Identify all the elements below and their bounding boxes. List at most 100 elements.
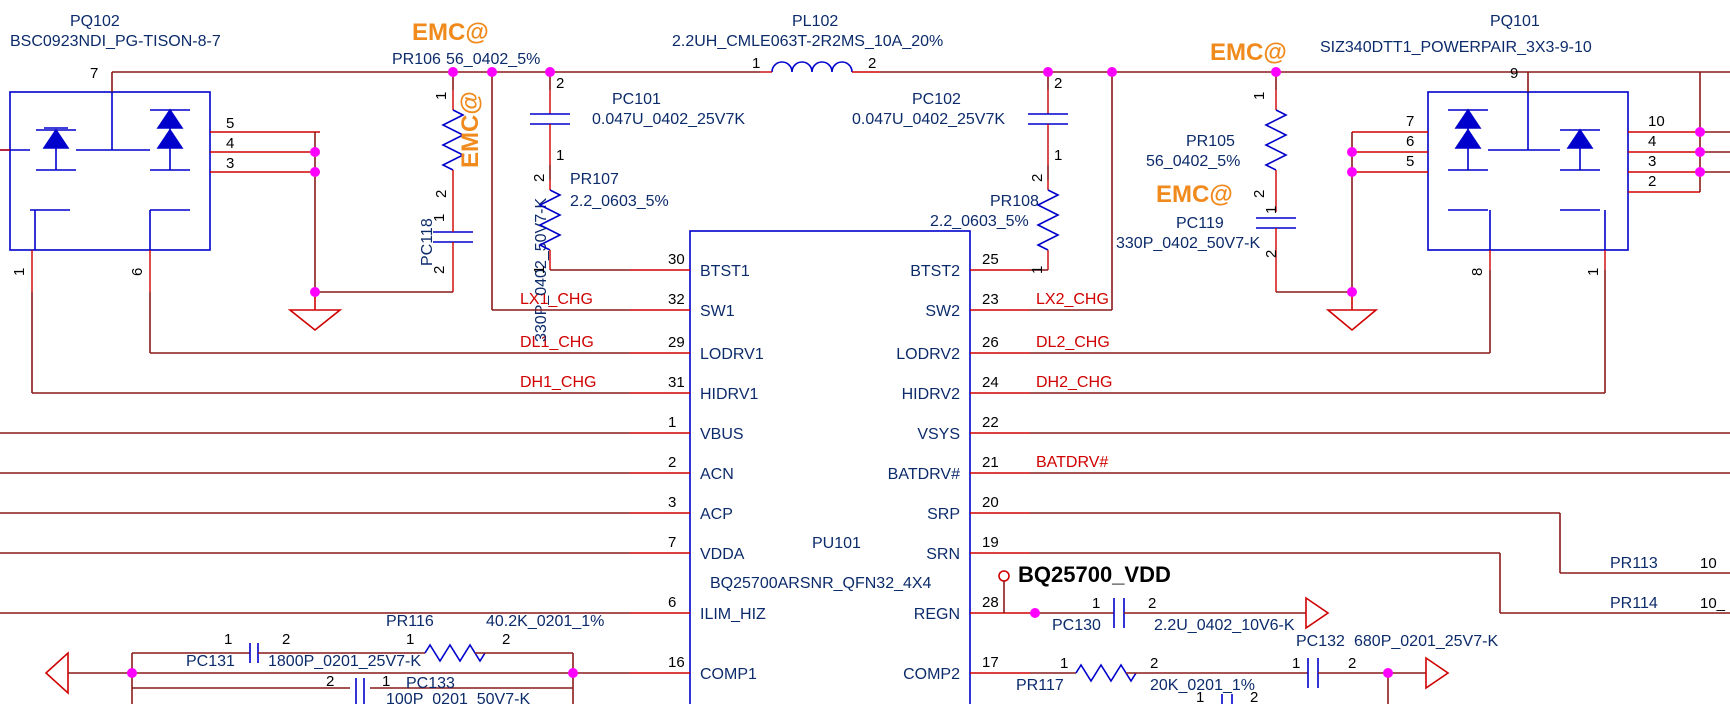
pc118-ref: PC118 [419,218,436,266]
ic-pin-label-lodrv1: LODRV1 [700,346,764,363]
svg-text:4: 4 [1648,133,1656,150]
ic-pin-label-regn: REGN [914,606,960,623]
svg-text:2: 2 [1263,250,1280,258]
pr113-ref: PR113 [1610,555,1658,572]
ic-left-pins: 30BTST132SW1LX1_CHG29LODRV1DL1_CHG31HIDR… [520,251,766,683]
svg-text:2: 2 [1348,655,1356,672]
ic-pin-label-acp: ACP [700,506,733,523]
ic-pin-num-vdda: 7 [668,534,676,551]
pc132-ref: PC132 [1296,633,1345,650]
svg-text:3: 3 [1648,153,1656,170]
resistor-pr108 [1036,189,1060,251]
svg-text:2: 2 [1150,655,1158,672]
ic-pin-label-hidrv1: HIDRV1 [700,386,758,403]
ic-pin-label-batdrv-n: BATDRV# [888,466,960,483]
ic-pin-num-lodrv2: 26 [982,334,999,351]
ic-pin-label-vsys: VSYS [917,426,960,443]
pl102-ref: PL102 [792,13,838,30]
ic-pin-label-srp: SRP [927,506,960,523]
svg-text:2: 2 [1029,174,1046,182]
ground-arrow-right [1305,596,1330,630]
svg-text:1: 1 [1292,655,1300,672]
svg-text:2: 2 [1148,595,1156,612]
svg-text:2: 2 [531,174,548,182]
svg-text:1: 1 [431,214,448,222]
svg-text:1: 1 [752,55,760,72]
pl102-part: 2.2UH_CMLE063T-2R2MS_10A_20% [672,33,943,50]
pr107-value: 2.2_0603_5% [570,193,669,210]
vdd-test-point [998,570,1010,582]
pc118-value: 330P_0402_50V7-K [533,198,550,342]
svg-text:1: 1 [1029,266,1046,274]
pr108-value: 2.2_0603_5% [930,213,1029,230]
svg-text:2: 2 [556,75,564,92]
svg-text:1: 1 [433,92,450,100]
ic-pin-num-vbus: 1 [668,414,676,431]
mosfet-pq102 [9,91,211,251]
pc101-ref: PC101 [612,91,661,108]
pc130-ref: PC130 [1052,617,1101,634]
vdd-net-label: BQ25700_VDD [1018,562,1171,587]
ic-pin-label-acn: ACN [700,466,734,483]
svg-text:1: 1 [556,147,564,164]
net-label-dh2_chg: DH2_CHG [1036,374,1112,391]
svg-text:1: 1 [1092,595,1100,612]
pq101-fet-1 [1448,92,1529,250]
ground-symbol-left [287,309,343,332]
svg-text:1: 1 [224,631,232,648]
pq101-part: SIZ340DTT1_POWERPAIR_3X3-9-10 [1320,39,1592,56]
pc133-value: 100P_0201_50V7-K [386,691,530,704]
ic-pin-num-ilim_hiz: 6 [668,594,676,611]
ic-pin-label-comp2: COMP2 [903,666,960,683]
pc131-value: 1800P_0201_25V7-K [268,653,421,670]
ic-pin-label-lodrv2: LODRV2 [896,346,960,363]
pr114-value: 10_ [1700,595,1726,612]
ground-arrow-right-2 [1425,656,1450,690]
ic-pin-num-comp2: 17 [982,654,999,671]
resistor-pr107 [538,189,562,251]
svg-text:2: 2 [282,631,290,648]
ic-body [689,230,971,704]
net-label-lx1_chg: LX1_CHG [520,291,593,308]
svg-text:9: 9 [1510,65,1518,82]
ic-pin-label-sw2: SW2 [925,303,960,320]
svg-text:1: 1 [1251,92,1268,100]
pr116-ref: PR116 [386,613,434,630]
ic-pin-num-comp1: 16 [668,654,685,671]
ic-pin-num-acn: 2 [668,454,676,471]
svg-text:5: 5 [226,115,234,132]
svg-text:2: 2 [431,266,448,274]
pc119-value: 330P_0402_50V7-K [1116,235,1260,252]
svg-text:1: 1 [1585,268,1602,276]
ic-pin-label-btst1: BTST1 [700,263,750,280]
pq102-fet-1 [0,92,113,211]
net-label-batdrv-n: BATDRV# [1036,454,1108,471]
pr117-value: 20K_0201_1% [1150,677,1255,694]
ic-part: BQ25700ARSNR_QFN32_4X4 [710,575,932,592]
svg-text:8: 8 [1469,268,1486,276]
svg-text:7: 7 [90,65,98,82]
pc130-value: 2.2U_0402_10V6-K [1154,617,1295,634]
svg-text:1: 1 [382,673,390,690]
svg-text:2: 2 [502,631,510,648]
resistor-pr106 [441,109,465,171]
pr114-ref: PR114 [1610,595,1658,612]
ic-pin-num-acp: 3 [668,494,676,511]
svg-text:2: 2 [1250,689,1258,704]
ic-pin-label-btst2: BTST2 [910,263,960,280]
pr113-value: 10 [1700,555,1717,572]
pr117-ref: PR117 [1016,677,1064,694]
ic-pin-label-sw1: SW1 [700,303,735,320]
svg-text:1: 1 [1060,655,1068,672]
pr107-ref: PR107 [570,171,619,188]
svg-text:1: 1 [1196,689,1204,704]
emc-label-4: EMC@ [1156,181,1233,208]
pc132-value: 680P_0201_25V7-K [1354,633,1498,650]
inductor-pl102 [771,61,853,73]
pr116-value: 40.2K_0201_1% [486,613,604,630]
pq101-fet-2 [1528,128,1606,250]
pc101-value: 0.047U_0402_25V7K [592,111,745,128]
pc102-ref: PC102 [912,91,961,108]
pc131-ref: PC131 [186,653,235,670]
